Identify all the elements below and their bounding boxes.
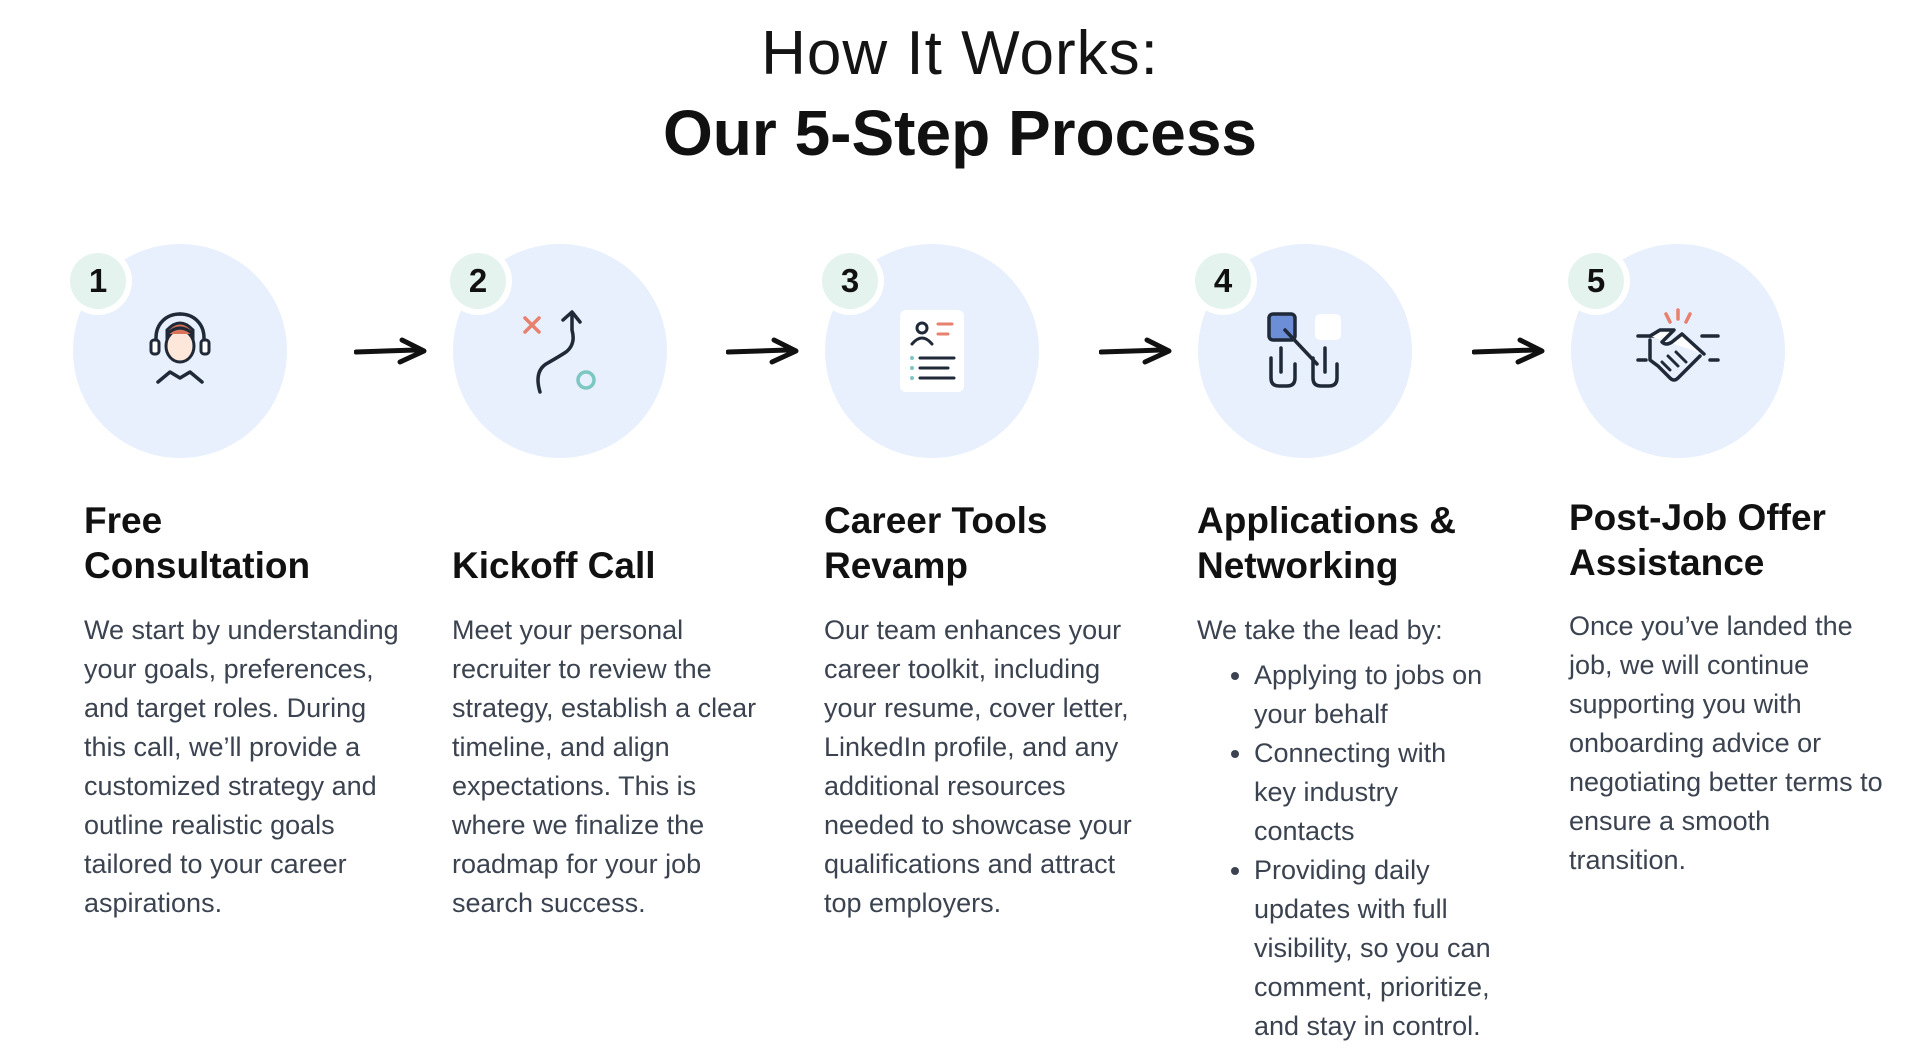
- step-number-badge: 3: [816, 247, 884, 315]
- step-number: 2: [450, 253, 506, 309]
- step-number: 3: [822, 253, 878, 309]
- page-title-line1: How It Works:: [761, 19, 1159, 88]
- handshake-icon: [1636, 308, 1720, 382]
- page-title-line2: Our 5-Step Process: [663, 97, 1257, 169]
- list-item: Connecting with key industry contacts: [1254, 734, 1464, 851]
- step-description: Our team enhances your career toolkit, i…: [824, 615, 1132, 918]
- step-number: 4: [1195, 253, 1251, 309]
- step-number: 5: [1568, 253, 1624, 309]
- step-title-line1: Free: [84, 500, 163, 541]
- arrow-right-icon: [354, 337, 427, 365]
- step-title: Career Tools Revamp: [824, 498, 1144, 588]
- step-number-badge: 1: [64, 247, 132, 315]
- step-intro: We take the lead by:: [1197, 615, 1443, 645]
- step-description: We start by understanding your goals, pr…: [84, 615, 399, 918]
- step-title-line1: Career Tools: [824, 500, 1048, 541]
- step-number-badge: 5: [1562, 247, 1630, 315]
- networking-hands-icon: [1267, 312, 1341, 388]
- step-title-line2: Revamp: [824, 545, 968, 586]
- step-bullet-list: Applying to jobs on your behalf Connecti…: [1197, 656, 1527, 1046]
- step-description: Once you’ve landed the job, we will cont…: [1569, 611, 1883, 875]
- resume-document-icon: [900, 310, 964, 392]
- arrow-right-icon: [1472, 337, 1545, 365]
- step-title-line2: Consultation: [84, 545, 311, 586]
- list-item: Providing daily updates with full visibi…: [1254, 851, 1527, 1046]
- step-title-line1: Applications &: [1197, 500, 1457, 541]
- step-title-line1: [452, 498, 752, 543]
- headset-consultant-icon: [149, 312, 211, 384]
- step-description: We take the lead by: Applying to jobs on…: [1197, 611, 1527, 1046]
- step-title-line2: Kickoff Call: [452, 545, 656, 586]
- step-number: 1: [70, 253, 126, 309]
- step-title: Post-Job Offer Assistance: [1569, 495, 1899, 585]
- step-number-badge: 2: [444, 247, 512, 315]
- step-title-line2: Networking: [1197, 545, 1399, 586]
- step-title-line1: Post-Job Offer: [1569, 497, 1826, 538]
- strategy-path-icon: [523, 310, 596, 394]
- arrow-right-icon: [1099, 337, 1172, 365]
- step-number-badge: 4: [1189, 247, 1257, 315]
- step-title-line2: Assistance: [1569, 542, 1765, 583]
- step-title: Free Consultation: [84, 498, 384, 588]
- arrow-right-icon: [726, 337, 799, 365]
- step-title: Kickoff Call: [452, 498, 752, 588]
- step-description: Meet your personal recruiter to review t…: [452, 615, 757, 918]
- list-item: Applying to jobs on your behalf: [1254, 656, 1527, 734]
- step-title: Applications & Networking: [1197, 498, 1517, 588]
